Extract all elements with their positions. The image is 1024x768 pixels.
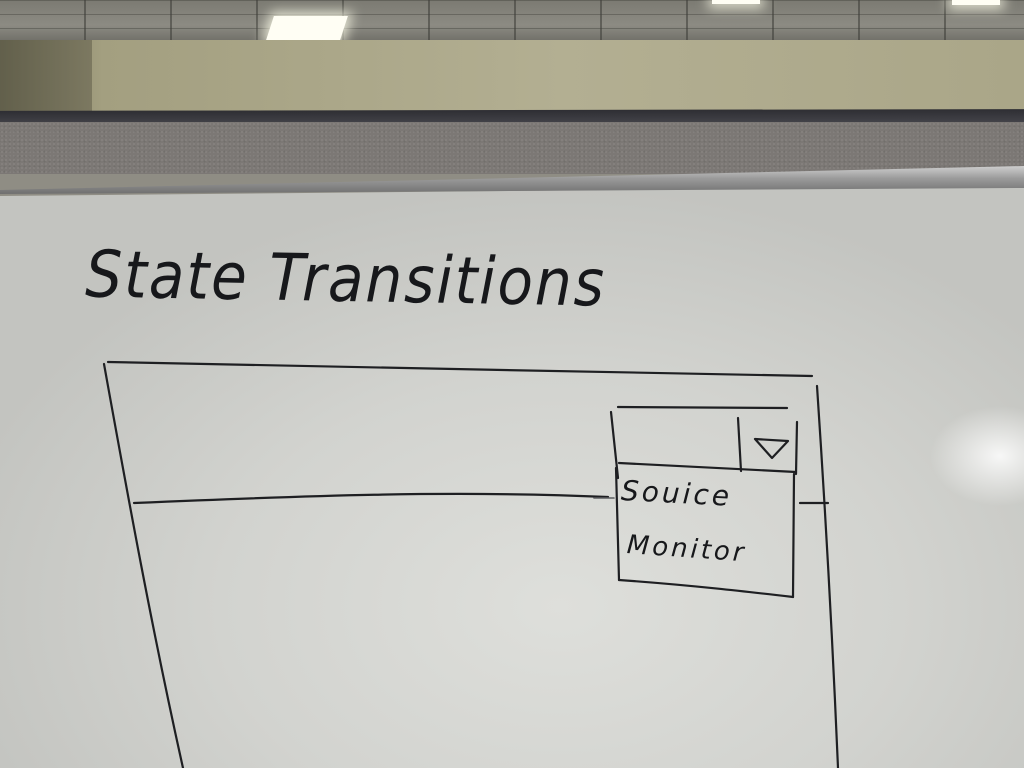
wall-shadow xyxy=(0,40,92,120)
back-wall xyxy=(0,40,1024,120)
dropdown-top-edge xyxy=(616,405,789,410)
list-bottom-edge xyxy=(617,578,795,599)
dropdown-right-edge xyxy=(794,420,799,476)
dropdown-left-edge xyxy=(609,410,620,480)
ceiling xyxy=(0,0,1024,42)
window-right-edge xyxy=(815,384,840,768)
ceiling-light xyxy=(712,0,760,4)
board-title: State Transitions xyxy=(84,236,607,322)
divider-line xyxy=(132,492,610,505)
list-right-edge xyxy=(791,472,796,599)
list-left-edge xyxy=(614,466,621,582)
dropdown-option: Souice xyxy=(620,474,733,513)
whiteboard-surface xyxy=(0,186,1024,768)
window-top-edge xyxy=(106,360,814,378)
cubicle-partition xyxy=(0,122,1024,174)
ceiling-tiles xyxy=(0,0,1024,42)
dropdown-bottom-edge xyxy=(617,461,798,474)
triangle-down-icon xyxy=(753,437,790,460)
window-left-edge xyxy=(102,362,185,768)
ceiling-light xyxy=(952,0,1000,5)
dropdown-separator xyxy=(736,416,743,473)
